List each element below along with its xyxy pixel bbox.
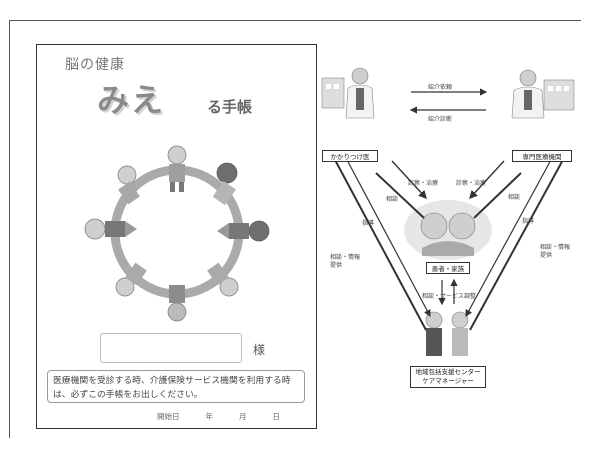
- arrow-label-referral-diagnosis: 紹介診断: [428, 116, 453, 123]
- left-doctor-illustration: [321, 67, 375, 119]
- date-year: 年: [205, 412, 214, 421]
- box-specialist: 専門医療機関: [512, 150, 572, 162]
- label-right-mid: 相談: [508, 194, 521, 201]
- date-label: 開始日: [157, 412, 180, 421]
- label-left-mid: 相談: [386, 196, 399, 203]
- box-patient-family: 患者・家族: [426, 262, 470, 274]
- booklet-title-suffix: る手帳: [207, 98, 253, 116]
- person-figure: [84, 218, 137, 240]
- patient-illustration: [404, 200, 492, 260]
- label-left-outer-upper: 指導: [362, 220, 375, 227]
- date-day: 日: [272, 412, 281, 421]
- person-figure: [207, 262, 239, 297]
- label-right-outer-lower: 相談・情報提供: [540, 244, 571, 259]
- right-doctor-illustration: [511, 69, 575, 119]
- name-honorific: 様: [253, 343, 266, 357]
- person-figure: [167, 285, 187, 322]
- care-center-line2: ケアマネージャー: [422, 377, 474, 385]
- start-date-row: 開始日 年 月 日: [157, 411, 280, 422]
- box-family-doctor: かかりつけ医: [322, 150, 378, 162]
- frame-top-border: [9, 20, 581, 21]
- person-figure: [212, 162, 238, 206]
- person-figure: [115, 262, 147, 297]
- label-service-coordination: 相談・サービス調整: [422, 293, 477, 300]
- label-left-outer-lower: 相談・情報提供: [330, 254, 361, 269]
- care-center-line1: 地域包括支援センター: [415, 368, 481, 376]
- label-left-inner: 診察・治療: [408, 180, 439, 187]
- arrow-label-referral-request: 紹介依頼: [428, 84, 453, 91]
- care-network-diagram: 紹介依頼 紹介診断 かかりつけ医 専門医療機関 診察・治療 診察・治療 相談 相…: [316, 58, 581, 403]
- frame-left-border: [9, 20, 10, 438]
- booklet-cover: 脳の健康 みえ る手帳: [36, 44, 317, 429]
- care-manager-illustration: [425, 311, 469, 356]
- person-figure: [167, 145, 187, 192]
- date-month: 月: [239, 412, 247, 421]
- box-care-center: 地域包括支援センター ケアマネージャー: [410, 366, 486, 388]
- label-right-inner: 診察・治療: [456, 180, 487, 187]
- booklet-title: みえ: [97, 81, 166, 119]
- person-figure: [217, 220, 270, 242]
- label-right-outer-upper: 指導: [522, 218, 535, 225]
- name-input-box: [100, 333, 242, 363]
- notice-text: 医療機関を受診する時、介護保険サービス機関を利用する時は、必ずこの手帳をお出しく…: [47, 370, 305, 403]
- diagram-lines: [321, 67, 575, 356]
- booklet-subtitle: 脳の健康: [65, 57, 125, 73]
- person-figure: [117, 165, 140, 205]
- people-circle-illustration: [84, 145, 270, 322]
